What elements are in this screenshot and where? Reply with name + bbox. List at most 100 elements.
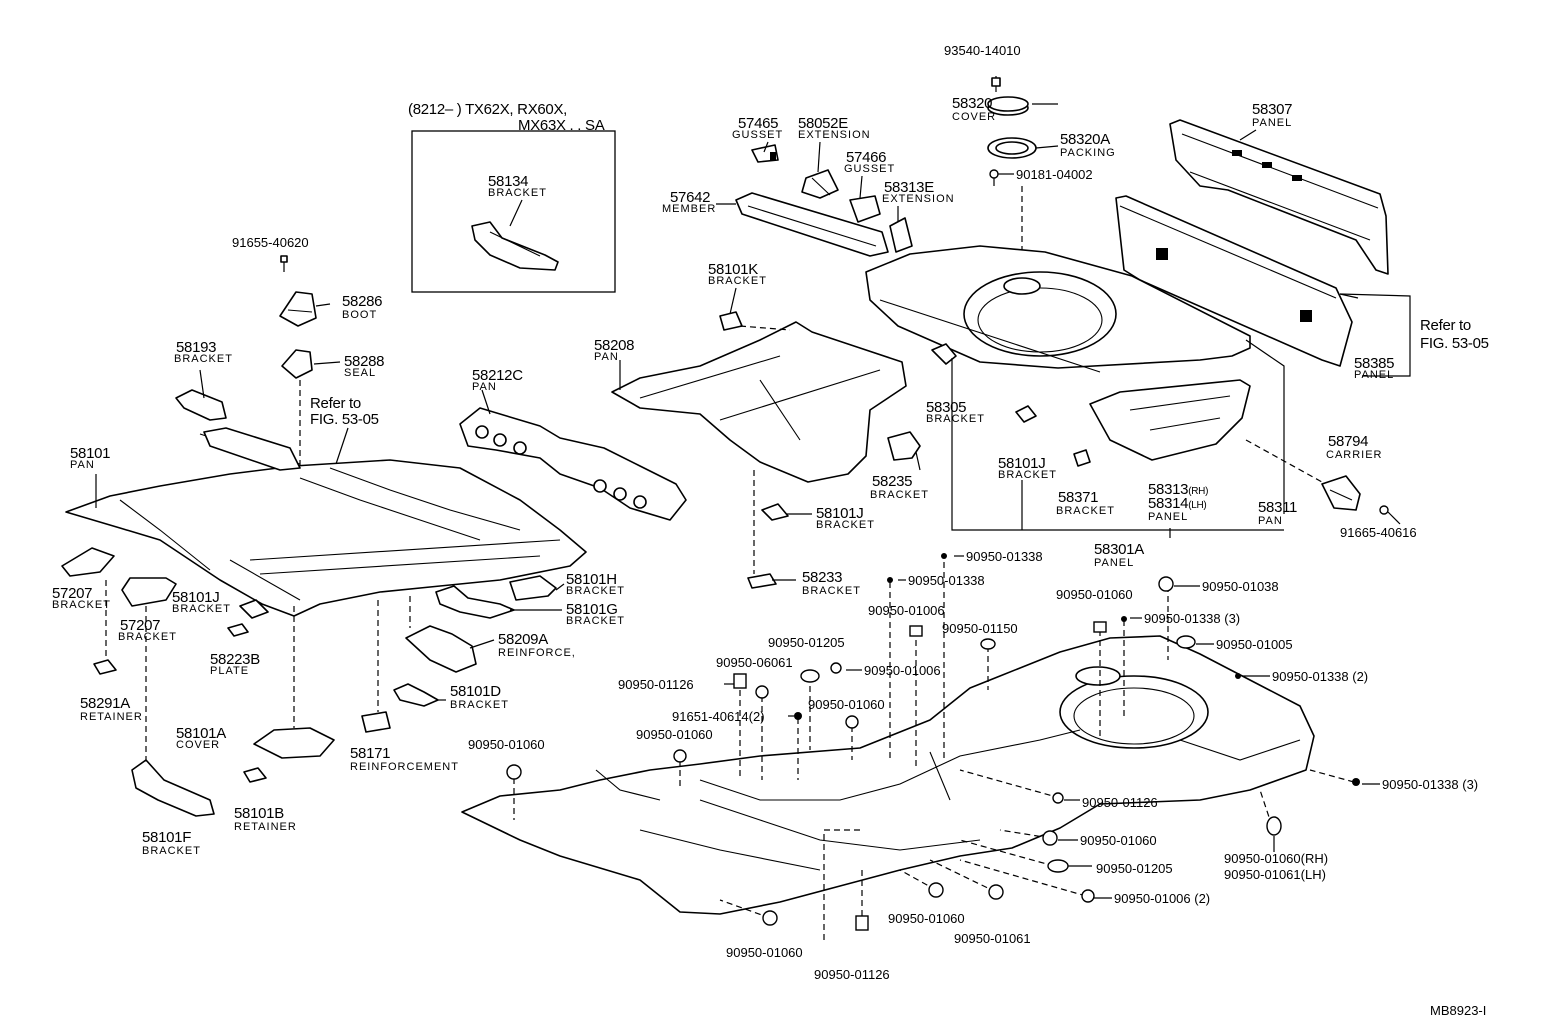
plug-label-9: 90950-01205 [768,635,845,650]
part-name-57466: GUSSET [844,163,896,175]
bracket-58101j-left-shape [239,599,269,619]
plug-label-16: 90950-01060 [636,727,713,742]
bracket-58101f-shape [131,759,215,817]
plug-label-12: 90950-01338 (2) [1272,669,1369,684]
part-number-58314: 58314(LH) [1148,495,1207,512]
pan-58311-shape [865,245,1251,373]
part-number-58134: 58134 [488,173,529,190]
part-number-58320a: 58320A [1060,131,1110,148]
part-number-57466: 57466 [846,149,887,166]
part-number-93540: 93540-14010 [944,43,1021,58]
reference-right-line-2: FIG. 53-05 [1420,335,1489,352]
part-number-57465: 57465 [738,115,779,132]
part-number-57642: 57642 [670,189,711,206]
plug-label-15: 91651-40614(2) [672,709,765,724]
plug-label-1: 90950-01338 [966,549,1043,564]
extension-58313e-shape [889,217,913,253]
part-name-58320a: PACKING [1060,147,1116,159]
part-number-58301a: 58301A [1094,541,1144,558]
part-name-58235: BRACKET [870,489,929,501]
part-name-58223b: PLATE [210,665,250,677]
part-name-58101g: BRACKET [566,615,625,627]
part-name-58305: BRACKET [926,413,985,425]
part-name-58301a: PANEL [1094,557,1135,569]
plug-label-lh: 90950-01061(LH) [1224,867,1326,882]
part-name-58212c: PAN [472,381,497,393]
part-name-57207-a: BRACKET [52,599,111,611]
part-number-58101f: 58101F [142,829,192,846]
part-name-58209a: REINFORCE, [498,647,576,659]
part-name-58101j-right: BRACKET [998,469,1057,481]
part-number-58223b: 58223B [210,651,260,668]
part-number-58101k: 58101K [708,261,758,278]
bolt-91655-shape [280,255,288,272]
part-number-58101j-mid: 58101J [816,505,864,522]
plug-label-17: 90950-01060 [468,737,545,752]
plug-label-4: 90950-01060 [1056,587,1133,602]
part-number-58208: 58208 [594,337,635,354]
part-name-58101j-mid: BRACKET [816,519,875,531]
bracket-57207-b-shape [121,577,177,607]
part-name-58193: BRACKET [174,353,233,365]
cover-58101a-shape [253,727,335,759]
part-name-58101j-left: BRACKET [172,603,231,615]
part-number-58305: 58305 [926,399,967,416]
part-number-58212c: 58212C [472,367,523,384]
part-number-57207-a: 57207 [52,585,93,602]
part-number-58101d: 58101D [450,683,501,700]
bracket-58371-shape [1073,449,1091,467]
part-number-58052e: 58052E [798,115,848,132]
bracket-58305-shape [931,343,957,365]
part-number-58101j-left: 58101J [172,589,220,606]
part-number-58233: 58233 [802,569,843,586]
plug-label-24: 90950-01061 [954,931,1031,946]
bracket-58101g-shape [435,585,515,619]
plug-label-22: 90950-01006 (2) [1114,891,1211,906]
boot-58286-shape [279,291,317,327]
bracket-58101j-right-shape [1015,405,1037,423]
bolt-91665-shape [1379,505,1389,515]
part-name-58313e: EXTENSION [882,193,955,205]
part-number-58794: 58794 [1328,433,1369,450]
plug-label-5: 90950-01338 (3) [1144,611,1241,626]
part-name-58291a: RETAINER [80,711,143,723]
part-name-58794: CARRIER [1326,449,1383,461]
part-number-58101b: 58101B [234,805,284,822]
plate-58223b-shape [227,623,249,637]
part-name-58233: BRACKET [802,585,861,597]
part-name-58101f: BRACKET [142,845,201,857]
part-name-58385: PANEL [1354,369,1395,381]
retainer-58291a-shape [93,659,117,675]
part-number-58371: 58371 [1058,489,1099,506]
part-number-90181: 90181-04002 [1016,167,1093,182]
plug-label-rh: 90950-01060(RH) [1224,851,1329,866]
seal-58288-shape [281,349,313,379]
plug-label-18: 90950-01338 (3) [1382,777,1479,792]
part-number-58286: 58286 [342,293,383,310]
part-name-58101a: COVER [176,739,221,751]
reinforcement-58171-shape [361,711,391,733]
part-number-58101: 58101 [70,445,111,462]
part-name-58101h: BRACKET [566,585,625,597]
bracket-58101d-shape [393,683,439,707]
bracket-58235-shape [887,431,921,461]
plug-label-21: 90950-01205 [1096,861,1173,876]
panel-58307-shape [1169,119,1389,275]
part-name-58101b: RETAINER [234,821,297,833]
part-name-58052e: EXTENSION [798,129,871,141]
bracket-58101h-shape [509,575,557,601]
retainer-58101b-shape [243,767,267,783]
part-number-58209a: 58209A [498,631,548,648]
part-number-57207-b: 57207 [120,617,161,634]
bracket-58233-shape [747,573,777,589]
extension-58052e-shape [801,169,839,199]
part-number-58307: 58307 [1252,101,1293,118]
part-number-58101h: 58101H [566,571,617,588]
floor-body-shape [461,635,1315,915]
part-name-58101k: BRACKET [708,275,767,287]
plug-label-13: 90950-01126 [618,677,694,692]
plug-label-19: 90950-01126 [1082,795,1158,810]
part-name-58134: BRACKET [488,187,547,199]
part-number-58313: 58313(RH) [1148,481,1209,498]
